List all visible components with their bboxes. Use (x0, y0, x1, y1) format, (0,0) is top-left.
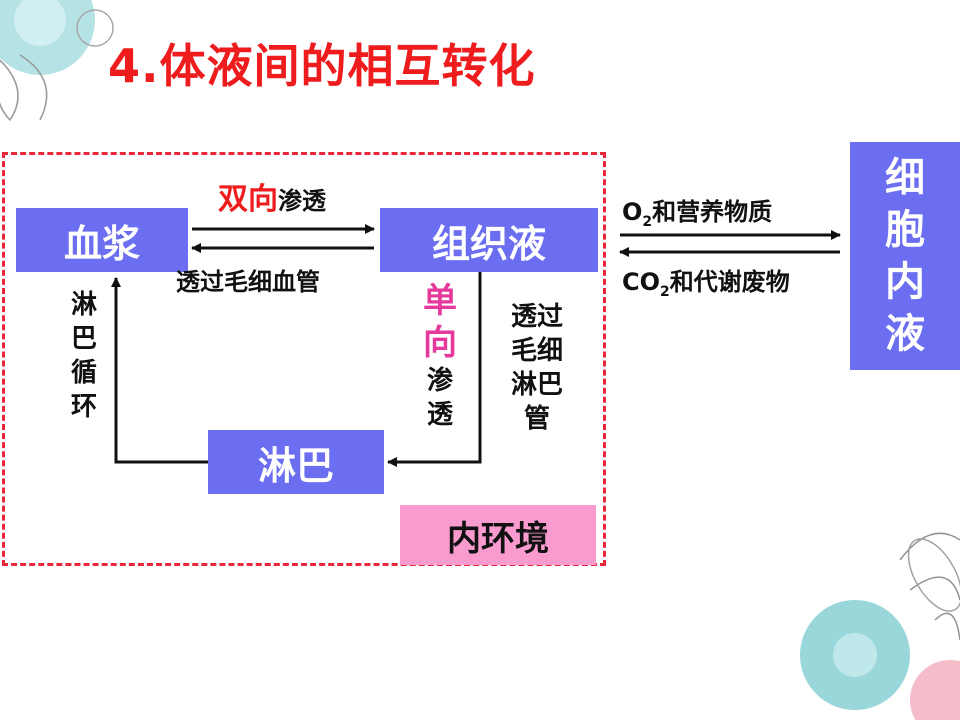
tissue-fluid-box: 组织液 (380, 208, 598, 272)
lymph-capillary-line: 淋巴 (510, 370, 563, 400)
osmosis-text: 渗透 (278, 187, 326, 215)
osmosis-char: 渗 (426, 366, 453, 396)
bidirectional-text: 双向 (218, 182, 278, 217)
arrow-tissue-to-lymph (387, 272, 482, 467)
lymph-circulation-label: 淋 巴 循 环 (64, 288, 104, 424)
one-way-osmosis-label: 单 向 渗 透 (418, 280, 462, 432)
oxygen-nutrients-label: O2和营养物质 (622, 192, 772, 230)
flower-bottom-right-icon (800, 532, 960, 720)
osmosis-char: 透 (426, 400, 453, 430)
intracellular-char: 内 (885, 259, 925, 305)
intracellular-char: 胞 (885, 207, 925, 253)
o2-text: O (622, 198, 643, 226)
bidirectional-osmosis-label: 双向渗透 (218, 174, 326, 218)
internal-environment-boundary (2, 152, 606, 566)
lymph-circulation-char: 环 (70, 392, 97, 422)
plasma-box: 血浆 (16, 208, 188, 272)
lymph-circulation-char: 淋 (70, 290, 97, 320)
co2-text: CO (622, 268, 661, 296)
lymph-capillary-line: 毛细 (510, 336, 563, 366)
intracellular-char: 液 (885, 311, 925, 357)
o2-subscript: 2 (642, 213, 653, 230)
page-title: 4.体液间的相互转化 (108, 39, 536, 93)
one-way-char: 向 (423, 323, 457, 363)
lymph-capillary-line: 透过 (510, 302, 563, 332)
lymph-box: 淋巴 (208, 430, 384, 494)
internal-environment-label: 内环境 (400, 505, 596, 565)
lymph-circulation-char: 巴 (70, 324, 97, 354)
intracellular-char: 细 (885, 155, 925, 201)
lymph-circulation-char: 循 (70, 358, 97, 388)
co2-waste-label: CO2和代谢废物 (622, 262, 790, 300)
through-lymph-capillary-label: 透过 毛细 淋巴 管 (502, 300, 572, 436)
through-capillary-label: 透过毛细血管 (176, 268, 320, 296)
nutrients-text: 和营养物质 (652, 198, 773, 226)
intracellular-fluid-box: 细 胞 内 液 (850, 142, 960, 370)
co2-subscript: 2 (660, 283, 670, 300)
flower-top-left-icon (0, 0, 114, 122)
arrow-lymph-to-plasma (111, 277, 208, 464)
lymph-capillary-line: 管 (523, 404, 550, 434)
waste-text: 和代谢废物 (669, 268, 790, 296)
one-way-char: 单 (423, 281, 457, 321)
